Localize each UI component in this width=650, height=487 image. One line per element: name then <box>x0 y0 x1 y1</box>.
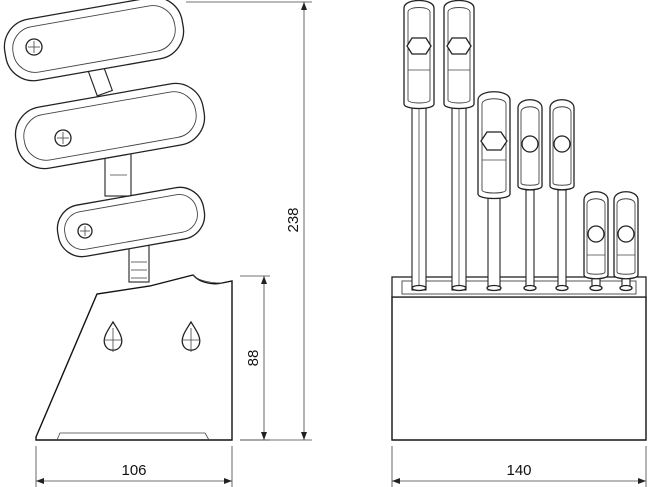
side-base-slot <box>192 274 223 284</box>
side-handle-lower <box>56 186 206 258</box>
dim-width-front-label: 140 <box>506 462 531 479</box>
side-handle-top <box>3 0 185 82</box>
front-view <box>391 0 647 441</box>
side-handle-middle <box>14 82 206 170</box>
side-mount-hole-right <box>181 320 201 352</box>
front-tool-1 <box>403 0 435 292</box>
front-tool-7 <box>613 191 639 292</box>
dim-width-side-label: 106 <box>121 462 146 479</box>
dim-height-base-label: 88 <box>245 350 262 367</box>
front-base-block <box>391 296 647 441</box>
side-mount-hole-left <box>103 320 123 352</box>
dim-width-front: 140 <box>391 446 647 487</box>
front-tool-4 <box>517 99 543 292</box>
dim-height-total: 238 <box>186 1 312 441</box>
dim-height-total-label: 238 <box>285 207 302 232</box>
front-tool-3 <box>477 91 511 292</box>
side-base-recess <box>56 432 210 441</box>
dim-width-side: 106 <box>35 446 233 487</box>
front-tool-6 <box>583 191 609 292</box>
side-view <box>3 0 233 441</box>
front-tool-5 <box>549 99 575 292</box>
side-base-block <box>35 274 233 441</box>
front-tool-2 <box>443 0 475 292</box>
dim-height-base: 88 <box>240 275 270 441</box>
